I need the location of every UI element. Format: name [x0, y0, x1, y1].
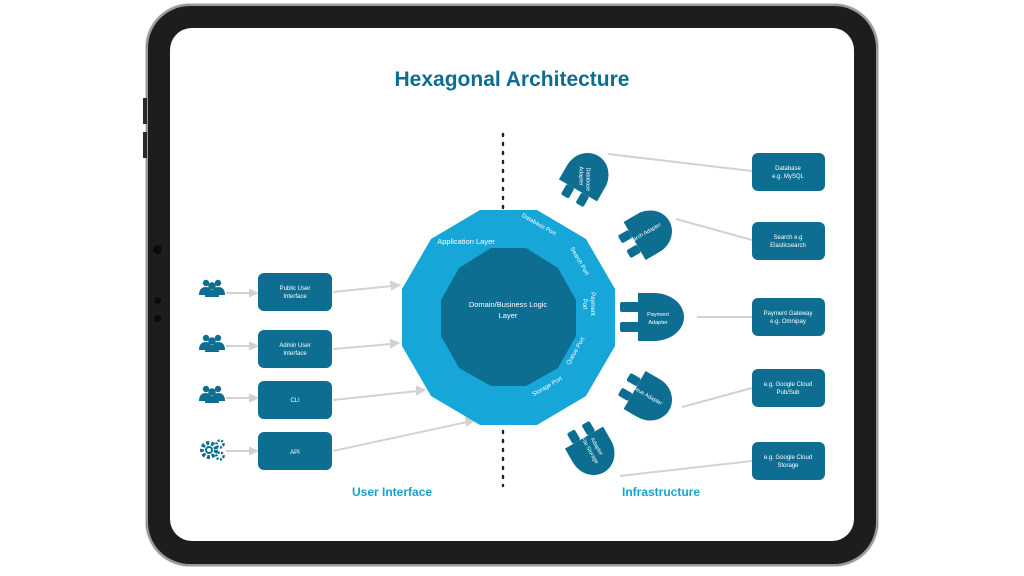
application-layer-label: Application Layer [437, 237, 495, 246]
cloud-storage-node [752, 442, 825, 480]
payment-adapter: Payment Adapter [620, 293, 684, 341]
public-ui-label-line1: Public User [280, 286, 311, 292]
connector [332, 343, 393, 350]
arrow-head [389, 280, 402, 291]
infrastructure-section-label: Infrastructure [622, 485, 701, 499]
arrow-head [416, 385, 427, 396]
search-node-line1: Search e.g [773, 235, 802, 241]
api-label: API [290, 450, 300, 456]
payment-adapter-label-line1: Payment [647, 312, 669, 318]
search-node-line2: Elasticsearch [770, 243, 806, 249]
admin-ui-label-line1: Admin User [279, 343, 310, 349]
cli-label: CLI [290, 398, 300, 404]
database-adapter-label-line2: Adapter [577, 167, 583, 186]
payment-adapter-label-line2: Adapter [648, 320, 667, 326]
arrow-head [390, 338, 401, 349]
payment-gateway-node [752, 298, 825, 336]
arrow-head [249, 288, 260, 298]
payment-port-label-line2: Port [581, 298, 587, 309]
pay-node-line2: e.g. Omnipay [770, 319, 806, 325]
ui-nodes: Public User Interface Admin User Interfa… [258, 273, 332, 470]
arrow-head [249, 446, 260, 456]
database-adapter-label-line1: Database [585, 167, 591, 191]
search-adapter: Search Adapter [618, 210, 672, 261]
sensor-icon [154, 315, 161, 322]
camera-icon [153, 245, 162, 254]
pay-node-line1: Payment Gateway [763, 311, 812, 317]
search-node [752, 222, 825, 260]
diagram-title: Hexagonal Architecture [394, 68, 630, 91]
connector [332, 421, 468, 452]
connector [332, 285, 393, 293]
connector [607, 153, 753, 172]
connector [619, 460, 753, 477]
domain-layer [441, 248, 576, 386]
pubsub-node-line2: Pub/Sub [776, 390, 800, 396]
db-node-line2: e.g. MySQL [772, 174, 804, 180]
storage-node-line1: e.g. Google Cloud [764, 455, 812, 461]
infra-nodes: Database e.g. MySQL Search e.g Elasticse… [752, 153, 825, 480]
sensor-icon [154, 297, 161, 304]
domain-label-line1: Domain/Business Logic [469, 300, 548, 309]
db-node-line1: Database [775, 166, 801, 172]
users-icon [199, 385, 225, 403]
arrow-head [249, 341, 260, 351]
users-icon [199, 334, 225, 352]
pubsub-node-line1: e.g. Google Cloud [764, 382, 812, 388]
arrow-head [249, 393, 260, 403]
user-interface-section-label: User Interface [352, 485, 433, 499]
arrow-head [464, 416, 476, 427]
database-node [752, 153, 825, 191]
users-icon [199, 279, 225, 297]
connector [332, 390, 419, 401]
public-ui-label-line2: Interface [283, 294, 307, 300]
gears-icon [200, 439, 225, 461]
payment-port-label-line1: Payment [589, 292, 595, 316]
volume-up-button [143, 98, 147, 124]
storage-node-line2: Storage [777, 463, 799, 469]
database-adapter: Database Adapter [558, 153, 609, 207]
pubsub-node [752, 369, 825, 407]
file-storage-adapter: File Storage Adapter [564, 421, 615, 475]
public-user-interface-node [258, 273, 332, 311]
connector [681, 387, 753, 408]
connector [675, 218, 753, 241]
admin-user-interface-node [258, 330, 332, 368]
api-node [258, 432, 332, 470]
admin-ui-label-line2: Interface [283, 351, 307, 357]
cli-node [258, 381, 332, 419]
volume-down-button [143, 132, 147, 158]
queue-adapter: Queue Adapter [618, 370, 672, 421]
domain-label-line2: Layer [499, 311, 518, 320]
ui-connectors [226, 153, 753, 477]
